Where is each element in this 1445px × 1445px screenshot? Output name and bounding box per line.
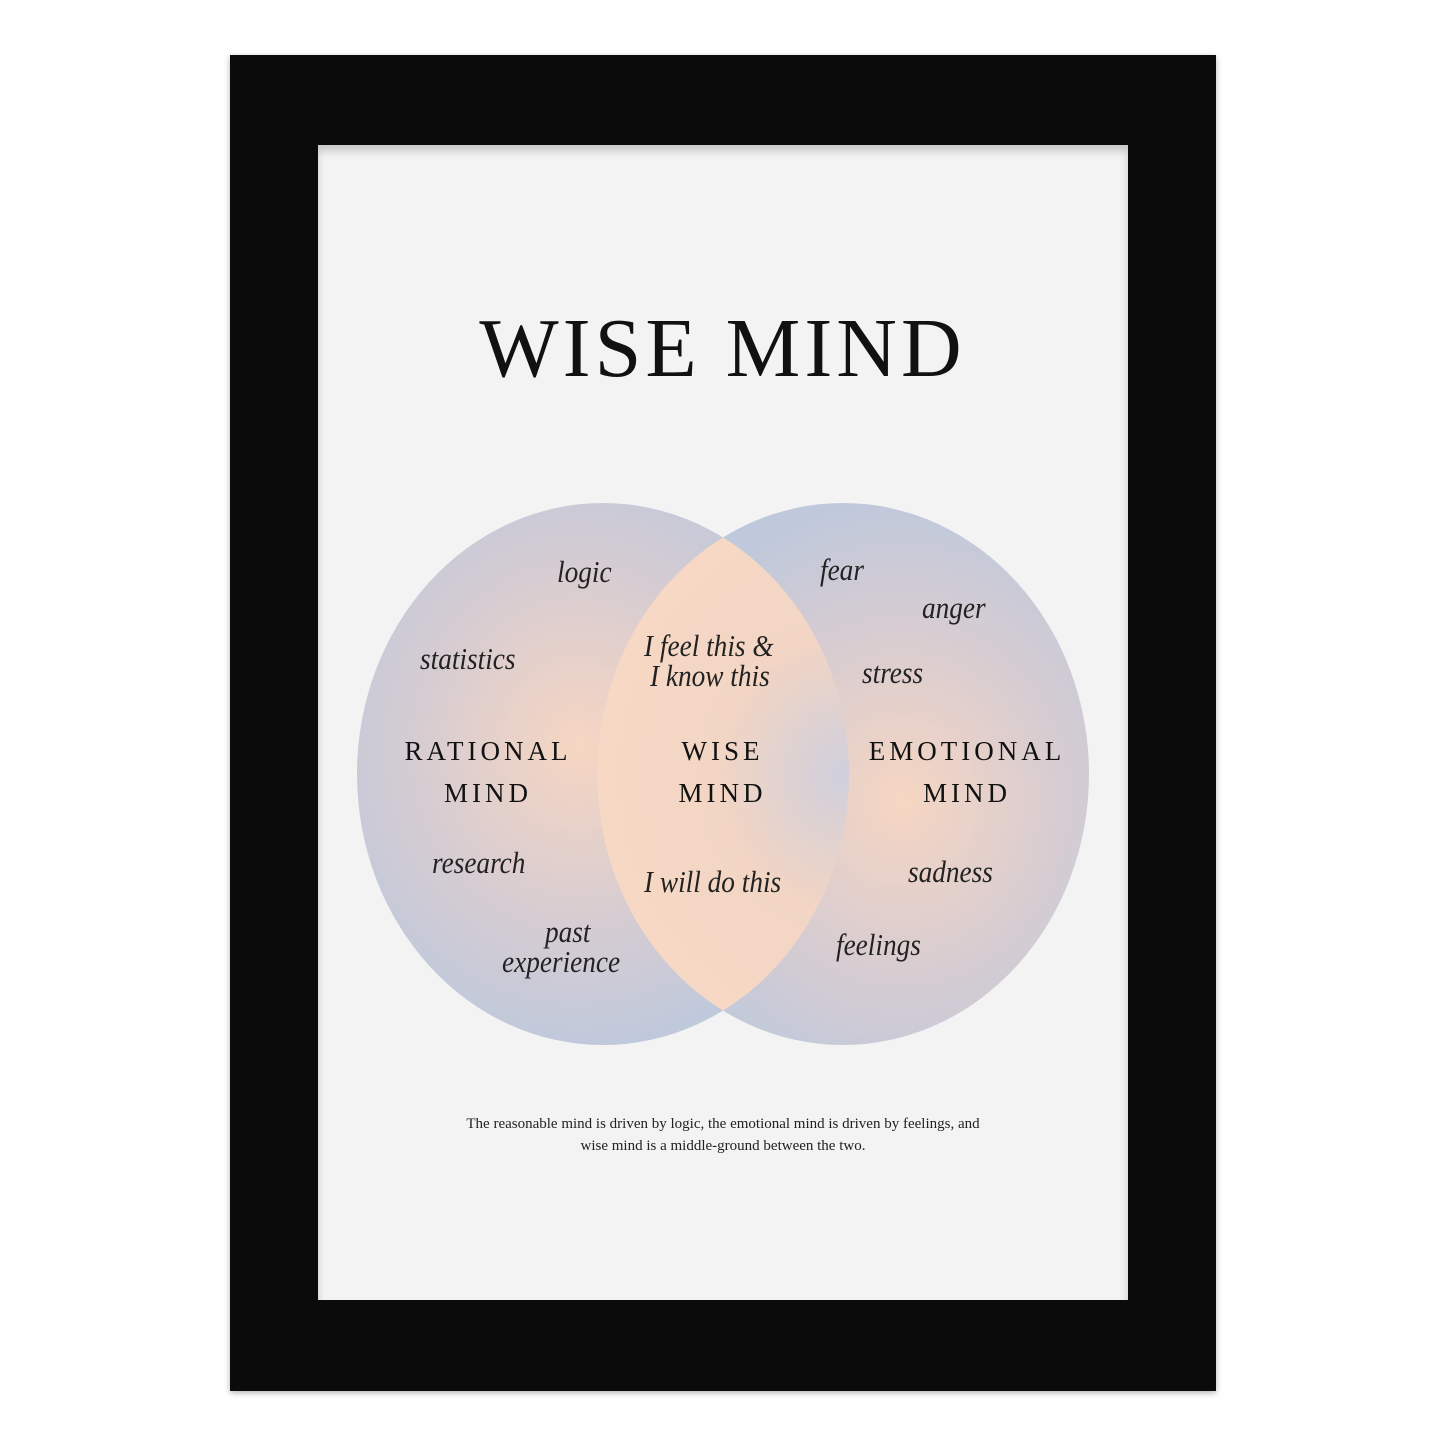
word-sadness: sadness [908,854,993,889]
rational-mind-label: RATIONAL MIND [388,730,588,814]
word-past: past [545,914,591,949]
phrase-feel: I feel this & [644,628,774,663]
wise-label-line1: WISE [681,736,764,766]
word-stress: stress [862,655,924,690]
rational-label-line1: RATIONAL [404,736,572,766]
phrase-will-do: I will do this [644,864,782,899]
rational-label-line2: MIND [444,778,532,808]
wise-label-line2: MIND [678,778,767,808]
caption-line2: wise mind is a middle-ground between the… [580,1138,866,1154]
wise-mind-label: WISE MIND [640,730,805,814]
poster-title: WISE MIND [479,302,966,395]
word-experience: experience [502,944,621,979]
caption-line1: The reasonable mind is driven by logic, … [466,1116,980,1132]
word-fear: fear [820,552,864,587]
emotional-label-line1: EMOTIONAL [868,736,1066,766]
poster-caption: The reasonable mind is driven by logic, … [318,1113,1128,1157]
word-research: research [432,845,526,880]
word-statistics: statistics [420,641,516,676]
word-logic: logic [557,554,612,589]
word-anger: anger [922,590,986,625]
phrase-know: I know this [650,658,770,693]
emotional-label-line2: MIND [923,778,1011,808]
word-feelings: feelings [836,927,921,962]
wise-mind-overlap [597,503,849,1045]
emotional-mind-label: EMOTIONAL MIND [862,730,1072,814]
